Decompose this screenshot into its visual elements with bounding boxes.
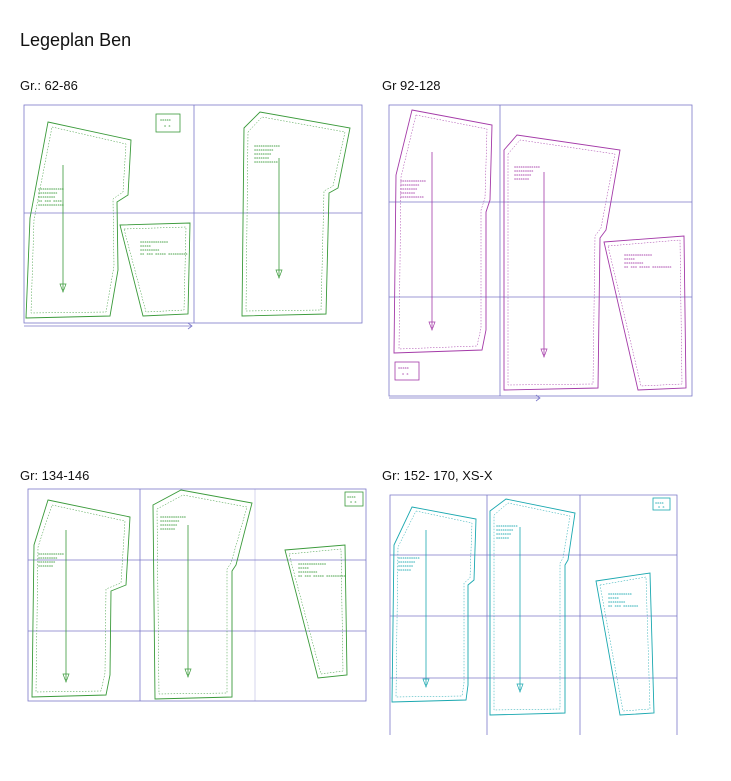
pattern-piece-pocket: xxxxxxxxxxxxx xxxxx xxxxxxxxx xx xxx xxx… [603, 235, 687, 391]
pattern-piece-front: xxxxxxxxxx xxxxxxxx xxxxxxx xxxxxx [489, 498, 576, 716]
svg-text:xxxxxxx: xxxxxxx [400, 191, 416, 195]
svg-text:xxxxx: xxxxx [624, 257, 636, 261]
svg-text:xxxxxxxxxxx: xxxxxxxxxxx [254, 160, 279, 164]
grid-lines [388, 104, 693, 402]
pattern-piece-back: xxxxxxxxxxxx xxxxxxxxx xxxxxxxx xxxxxxx … [393, 109, 493, 354]
svg-text:xxxxxxxxxxxx: xxxxxxxxxxxx [400, 179, 427, 183]
section-label-92-128: Gr 92-128 [382, 78, 441, 93]
pattern-piece-pocket: xxxxxxxxxxxxx xxxxx xxxxxxxxx xx xxx xxx… [284, 544, 348, 679]
svg-text:x x: x x [350, 500, 357, 504]
svg-text:xxxxxxxx: xxxxxxxx [160, 523, 178, 527]
grid-lines [389, 494, 678, 735]
svg-text:x x: x x [402, 372, 409, 376]
svg-text:xxxxxxxxx: xxxxxxxxx [298, 570, 318, 574]
svg-text:x x: x x [164, 124, 171, 128]
svg-text:xxxxxxxxx: xxxxxxxxx [254, 148, 274, 152]
layout-plan-152-170: xxxxxxxxxx xxxxxxxx xxxxxxx xxxxxx xxxxx… [389, 494, 678, 735]
section-label-62-86: Gr.: 62-86 [20, 78, 78, 93]
svg-text:xxxxx: xxxxx [398, 366, 410, 370]
svg-text:xxxxxxxxx: xxxxxxxxx [624, 261, 644, 265]
svg-text:xxxxxxxx: xxxxxxxx [38, 560, 56, 564]
svg-text:xxxxxxx: xxxxxxx [254, 156, 270, 160]
pattern-piece-front: xxxxxxxxxxxx xxxxxxxxx xxxxxxxx xxxxxxx [152, 489, 253, 700]
pattern-piece-pocket: xxxxxxxxxxx xxxxx xxxxxxxx xx xxx xxxxxx… [595, 572, 655, 716]
size-box: xxxxx x x [394, 361, 420, 381]
layout-plan-134-146: xxxxxxxxxxxx xxxxxxxxx xxxxxxxx xxxxxxx … [27, 488, 367, 702]
svg-text:xx xxx xxxxxxx: xx xxx xxxxxxx [608, 604, 639, 608]
svg-text:xxxxxxxxxxxxx: xxxxxxxxxxxxx [140, 240, 169, 244]
svg-text:xxxxxxxxxxxxx: xxxxxxxxxxxxx [624, 253, 653, 257]
svg-text:xxxxxxxxx: xxxxxxxxx [140, 248, 160, 252]
layout-plan-92-128: xxxxxxxxxxxx xxxxxxxxx xxxxxxxx xxxxxxx … [388, 104, 693, 402]
svg-text:xxxxx: xxxxx [298, 566, 310, 570]
svg-text:xxxxxxxx: xxxxxxxx [514, 173, 532, 177]
section-label-134-146: Gr: 134-146 [20, 468, 90, 483]
svg-text:xxxxxxxxxxxx: xxxxxxxxxxxx [160, 515, 187, 519]
svg-text:xxxxxxxx: xxxxxxxx [496, 528, 514, 532]
svg-text:xxxxxxxxxxx: xxxxxxxxxxx [608, 592, 633, 596]
svg-text:xxxxxxx: xxxxxxx [160, 527, 176, 531]
svg-text:xxxxxxxx: xxxxxxxx [38, 195, 56, 199]
svg-text:xx xxx xxxxx xxxxxxxxx: xx xxx xxxxx xxxxxxxxx [140, 252, 188, 256]
svg-text:xxxxxxxxxxxx: xxxxxxxxxxxx [514, 165, 541, 169]
svg-text:xxxxxxxxx: xxxxxxxxx [400, 183, 420, 187]
svg-text:xxxxx: xxxxx [160, 118, 172, 122]
pattern-piece-front: xxxxxxxxxxxx xxxxxxxxx xxxxxxxx xxxxxxx … [241, 111, 351, 317]
svg-text:xxxxxxxx: xxxxxxxx [608, 600, 626, 604]
svg-text:xx xxx xxxxx xxxxxxxxx: xx xxx xxxxx xxxxxxxxx [298, 574, 346, 578]
pattern-piece-back: xxxxxxxxxx xxxxxxxx xxxxxxx xxxxxx [391, 506, 477, 703]
pattern-piece-back: xxxxxxxxxxxx xxxxxxxxx xxxxxxxx xxxxxxx [31, 499, 131, 698]
size-box: xxxx x x [652, 497, 671, 511]
svg-text:xxxxxxxxx: xxxxxxxxx [160, 519, 180, 523]
svg-text:xxxxxxxxx: xxxxxxxxx [38, 556, 58, 560]
svg-text:xx xxx xxxx: xx xxx xxxx [38, 199, 63, 203]
page-title: Legeplan Ben [20, 30, 132, 50]
svg-text:xxxxxxxxxxx: xxxxxxxxxxx [400, 195, 425, 199]
svg-text:xxxxxxxxxx: xxxxxxxxxx [398, 556, 420, 560]
svg-text:xxxxxxxx: xxxxxxxx [400, 187, 418, 191]
svg-text:xxxxxxxxx: xxxxxxxxx [38, 191, 58, 195]
pattern-piece-back: xxxxxxxxxxxx xxxxxxxxx xxxxxxxx xx xxx x… [25, 121, 132, 319]
svg-text:xxxx: xxxx [347, 495, 356, 499]
svg-text:xxxxxx: xxxxxx [496, 536, 510, 540]
svg-text:xxxxxxx: xxxxxxx [496, 532, 512, 536]
svg-text:xxxxxxx: xxxxxxx [38, 564, 54, 568]
pattern-piece-front: xxxxxxxxxxxx xxxxxxxxx xxxxxxxx xxxxxxx [503, 134, 621, 391]
svg-text:xxxxxxxxxxxx: xxxxxxxxxxxx [38, 187, 65, 191]
svg-text:xxxxxx: xxxxxx [398, 568, 412, 572]
svg-text:xxxxxxxxxxxxx: xxxxxxxxxxxxx [298, 562, 327, 566]
size-box: xxxxx x x [155, 113, 181, 133]
svg-text:xxxxx: xxxxx [140, 244, 152, 248]
svg-text:xxxxxxx: xxxxxxx [514, 177, 530, 181]
svg-text:xxxxx: xxxxx [608, 596, 620, 600]
layout-plan-62-86: xxxxxxxxxxxx xxxxxxxxx xxxxxxxx xx xxx x… [23, 104, 363, 330]
svg-text:xxxxxxxxxxxx: xxxxxxxxxxxx [254, 144, 281, 148]
svg-text:xxxxxxx: xxxxxxx [398, 564, 414, 568]
svg-text:xxxxxxxxxxxx: xxxxxxxxxxxx [38, 552, 65, 556]
svg-text:xxxxxxxx: xxxxxxxx [254, 152, 272, 156]
section-label-152-170: Gr: 152- 170, XS-X [382, 468, 493, 483]
svg-text:x x: x x [658, 505, 665, 509]
svg-text:xxxxxxxxx: xxxxxxxxx [514, 169, 534, 173]
grid-lines [23, 104, 363, 330]
svg-text:xxxxxxxxxxxx: xxxxxxxxxxxx [38, 203, 65, 207]
size-box: xxxx x x [344, 491, 364, 507]
svg-text:xxxx: xxxx [655, 501, 664, 505]
svg-text:xx xxx xxxxx xxxxxxxxx: xx xxx xxxxx xxxxxxxxx [624, 265, 672, 269]
svg-text:xxxxxxxx: xxxxxxxx [398, 560, 416, 564]
pattern-piece-pocket: xxxxxxxxxxxxx xxxxx xxxxxxxxx xx xxx xxx… [119, 222, 191, 317]
svg-text:xxxxxxxxxx: xxxxxxxxxx [496, 524, 518, 528]
